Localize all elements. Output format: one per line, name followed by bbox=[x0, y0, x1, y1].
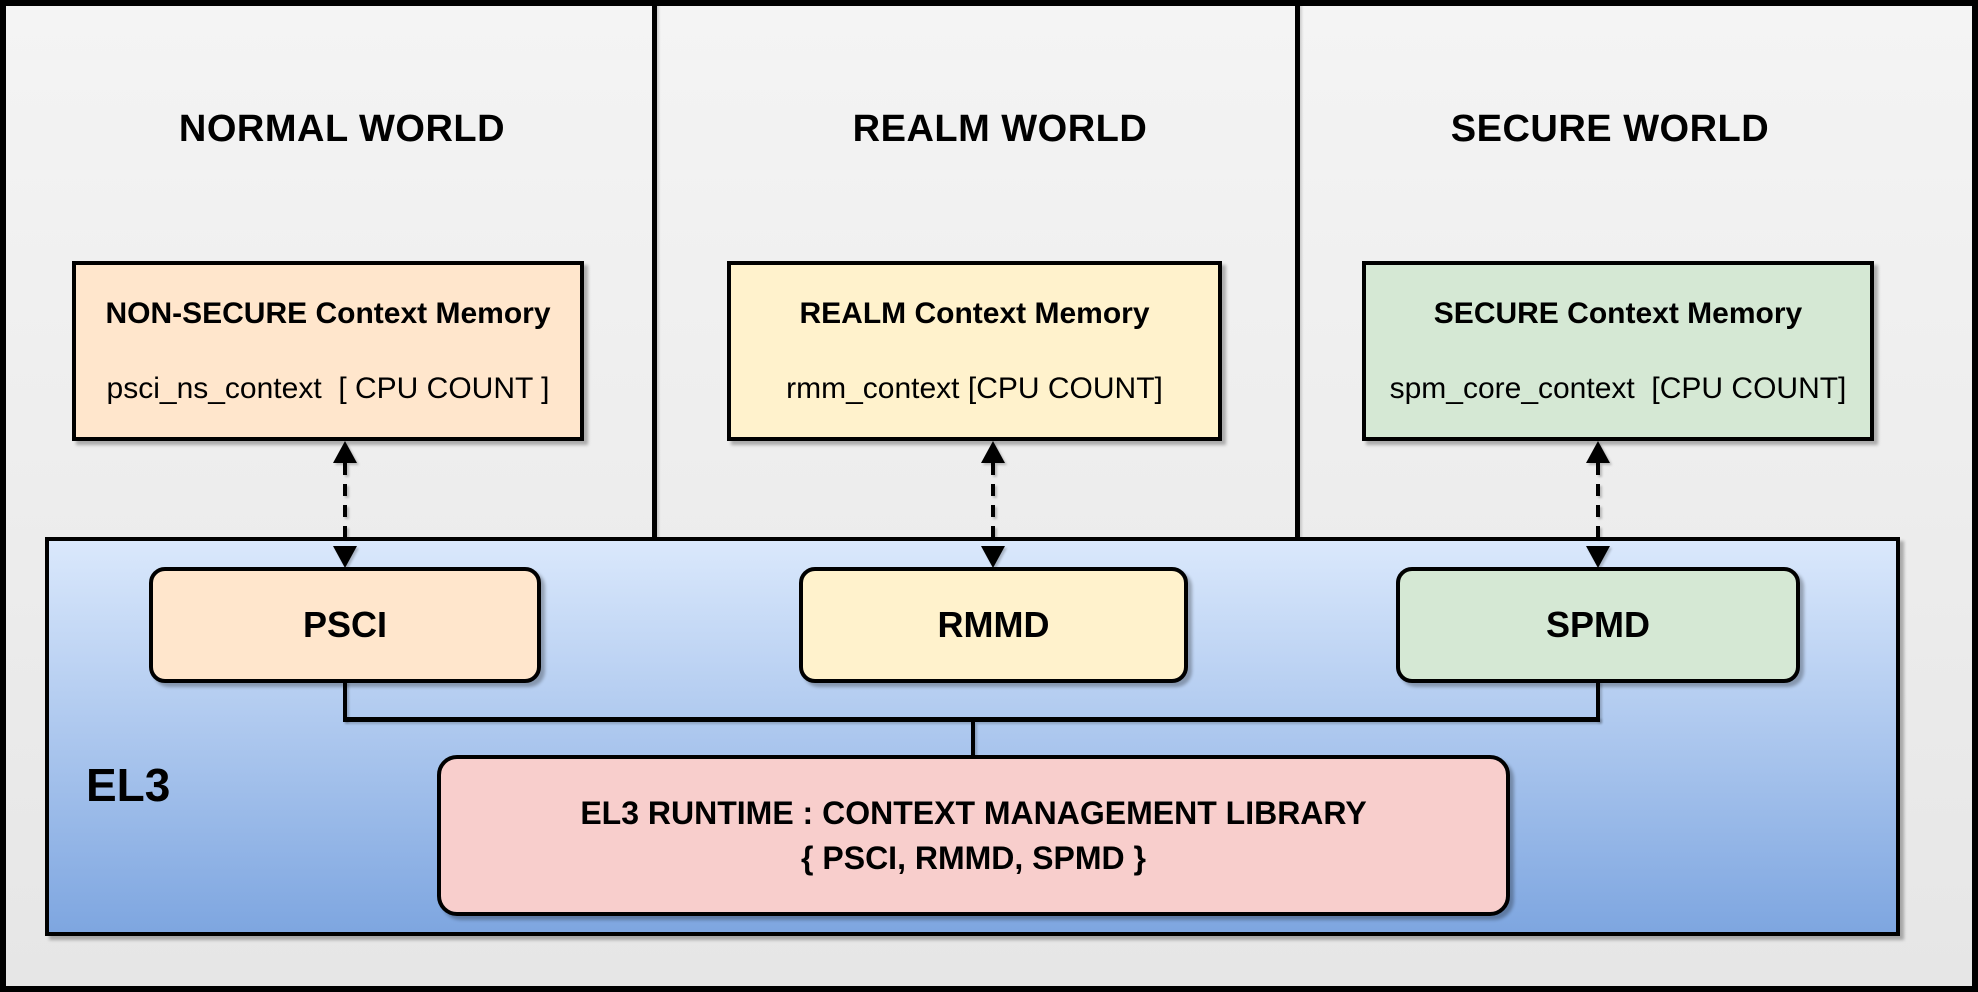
context-memory-title: SECURE Context Memory bbox=[1433, 296, 1803, 330]
arrowhead-up-icon bbox=[981, 441, 1005, 463]
context-memory-box-realm: REALM Context Memory rmm_context [CPU CO… bbox=[727, 261, 1222, 441]
world-divider-normal-realm bbox=[652, 0, 657, 537]
connector-horizontal-bus bbox=[343, 717, 1600, 722]
context-memory-box-secure: SECURE Context Memory spm_core_context [… bbox=[1362, 261, 1874, 441]
connector-psci-drop bbox=[343, 681, 347, 721]
spmd-module-box: SPMD bbox=[1396, 567, 1800, 683]
context-memory-title: REALM Context Memory bbox=[799, 296, 1150, 330]
dashed-line bbox=[343, 463, 347, 546]
world-title-secure: SECURE WORLD bbox=[1450, 108, 1770, 150]
dashed-line bbox=[991, 463, 995, 546]
bidirectional-dashed-arrow-spmd bbox=[1585, 441, 1611, 568]
bidirectional-dashed-arrow-psci bbox=[332, 441, 358, 568]
runtime-library-title-line2: { PSCI, RMMD, SPMD } bbox=[801, 839, 1146, 876]
context-memory-variable: rmm_context [CPU COUNT] bbox=[786, 371, 1163, 405]
context-memory-variable: spm_core_context [CPU COUNT] bbox=[1389, 371, 1847, 405]
world-title-normal: NORMAL WORLD bbox=[178, 108, 506, 150]
context-memory-title: NON-SECURE Context Memory bbox=[105, 296, 551, 330]
arrowhead-down-icon bbox=[1586, 546, 1610, 568]
rmmd-module-box: RMMD bbox=[799, 567, 1188, 683]
el3-label: EL3 bbox=[86, 759, 171, 811]
psci-module-box: PSCI bbox=[149, 567, 541, 683]
world-title-realm: REALM WORLD bbox=[852, 108, 1148, 150]
arrowhead-down-icon bbox=[333, 546, 357, 568]
dashed-line bbox=[1596, 463, 1600, 546]
el3-runtime-library-box: EL3 RUNTIME : CONTEXT MANAGEMENT LIBRARY… bbox=[437, 755, 1510, 916]
bidirectional-dashed-arrow-rmmd bbox=[980, 441, 1006, 568]
world-divider-realm-secure bbox=[1295, 0, 1300, 537]
runtime-library-title-line1: EL3 RUNTIME : CONTEXT MANAGEMENT LIBRARY bbox=[580, 794, 1367, 831]
context-memory-variable: psci_ns_context [ CPU COUNT ] bbox=[106, 371, 550, 405]
connector-spmd-drop bbox=[1596, 681, 1600, 721]
context-memory-box-non-secure: NON-SECURE Context Memory psci_ns_contex… bbox=[72, 261, 584, 441]
arrowhead-up-icon bbox=[1586, 441, 1610, 463]
arrowhead-up-icon bbox=[333, 441, 357, 463]
connector-runtime-drop bbox=[971, 722, 975, 758]
arrowhead-down-icon bbox=[981, 546, 1005, 568]
